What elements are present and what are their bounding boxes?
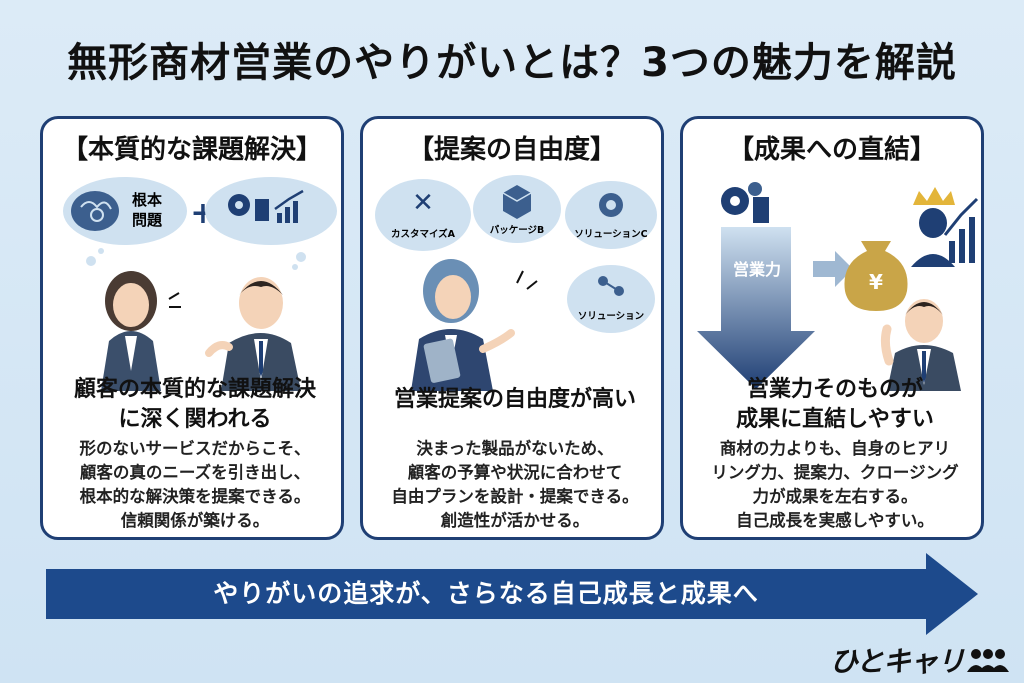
right-arrow-icon: [813, 251, 853, 287]
bubble-package: パッケージB: [473, 175, 561, 243]
card-body: 商材の力よりも、自身のヒアリ リング力、提案力、クロージング 力が成果を左右する…: [711, 439, 959, 530]
money-bag-icon: [844, 241, 908, 311]
bubble-customize: ✕ カスタマイズA: [375, 179, 471, 251]
page-title: 無形商材営業のやりがいとは？3つの魅力を解説: [67, 40, 957, 86]
svg-text:ソリューションC: ソリューションC: [574, 229, 647, 240]
banner-arrow: [46, 553, 978, 635]
card-body: 決まった製品がないため、 顧客の予算や状況に合わせて 自由プランを設計・提案でき…: [391, 439, 639, 530]
problem-solving-illustration: 根本 問題 +: [63, 177, 337, 391]
yen-symbol: ¥: [869, 270, 883, 294]
card-proposal-freedom: 【提案の自由度】 ✕ カスタマイズA パッケージB ソリューションC: [360, 116, 664, 540]
gear-icon: [721, 182, 762, 215]
people-icon: [967, 649, 1009, 672]
card-direct-results: 【成果への直結】 営業力 ¥: [680, 116, 984, 540]
card-headline: 顧客の本質的な課題解決 に深く関われる: [73, 377, 316, 432]
gear-icon: [599, 193, 623, 217]
brand-logo: ひとキャリ: [829, 643, 1012, 678]
speech-lines-icon: [168, 292, 181, 308]
down-arrow-icon: [697, 227, 815, 389]
logo-text: ひとキャリ: [829, 645, 965, 678]
growth-chart-icon: [943, 197, 979, 263]
svg-text:ソリューション: ソリューション: [578, 311, 644, 322]
speech-lines-icon: [516, 270, 538, 290]
banner-text: やりがいの追求が、さらなる自己成長と成果へ: [213, 579, 759, 608]
svg-text:カスタマイズA: カスタマイズA: [391, 228, 456, 240]
card-headline: 営業提案の自由度が高い: [393, 387, 636, 412]
card-headline: 営業力そのものが 成果に直結しやすい: [736, 377, 934, 432]
presenter-figure: [411, 259, 515, 391]
bubble-solution-c: ソリューションC: [565, 181, 657, 249]
bubble-text-line1: 根本: [132, 191, 162, 209]
brain-icon: [71, 191, 119, 231]
thought-cloud-right: [205, 177, 337, 270]
businessman-figure: [205, 277, 301, 391]
arrow-label: 営業力: [733, 260, 781, 279]
svg-text:パッケージB: パッケージB: [490, 224, 545, 236]
building-icon: [753, 197, 769, 223]
card-title: 【成果への直結】: [727, 135, 936, 165]
growth-chart-icon: [274, 189, 304, 223]
workflow-icon: [598, 276, 624, 296]
crown-icon: [913, 187, 955, 205]
tools-icon: ✕: [412, 188, 434, 218]
bubble-text-line2: 問題: [132, 211, 163, 229]
gear-icon: [228, 194, 250, 216]
bubble-solution: ソリューション: [567, 265, 655, 333]
card-body: 形のないサービスだからこそ、 顧客の真のニーズを引き出し、 根本的な解決策を提案…: [79, 439, 311, 530]
card-title: 【提案の自由度】: [407, 135, 616, 165]
box-icon: [502, 185, 532, 219]
proposal-freedom-illustration: ✕ カスタマイズA パッケージB ソリューションC: [375, 175, 657, 391]
direct-results-illustration: 営業力 ¥: [697, 182, 979, 391]
executive-figure: [911, 208, 955, 267]
card-title: 【本質的な課題解決】: [61, 135, 322, 165]
happy-businessman-figure: [880, 299, 961, 391]
building-icon: [255, 199, 269, 221]
businesswoman-figure: [101, 271, 161, 391]
card-essential-problem-solving: 【本質的な課題解決】 根本 問題 +: [40, 116, 344, 540]
